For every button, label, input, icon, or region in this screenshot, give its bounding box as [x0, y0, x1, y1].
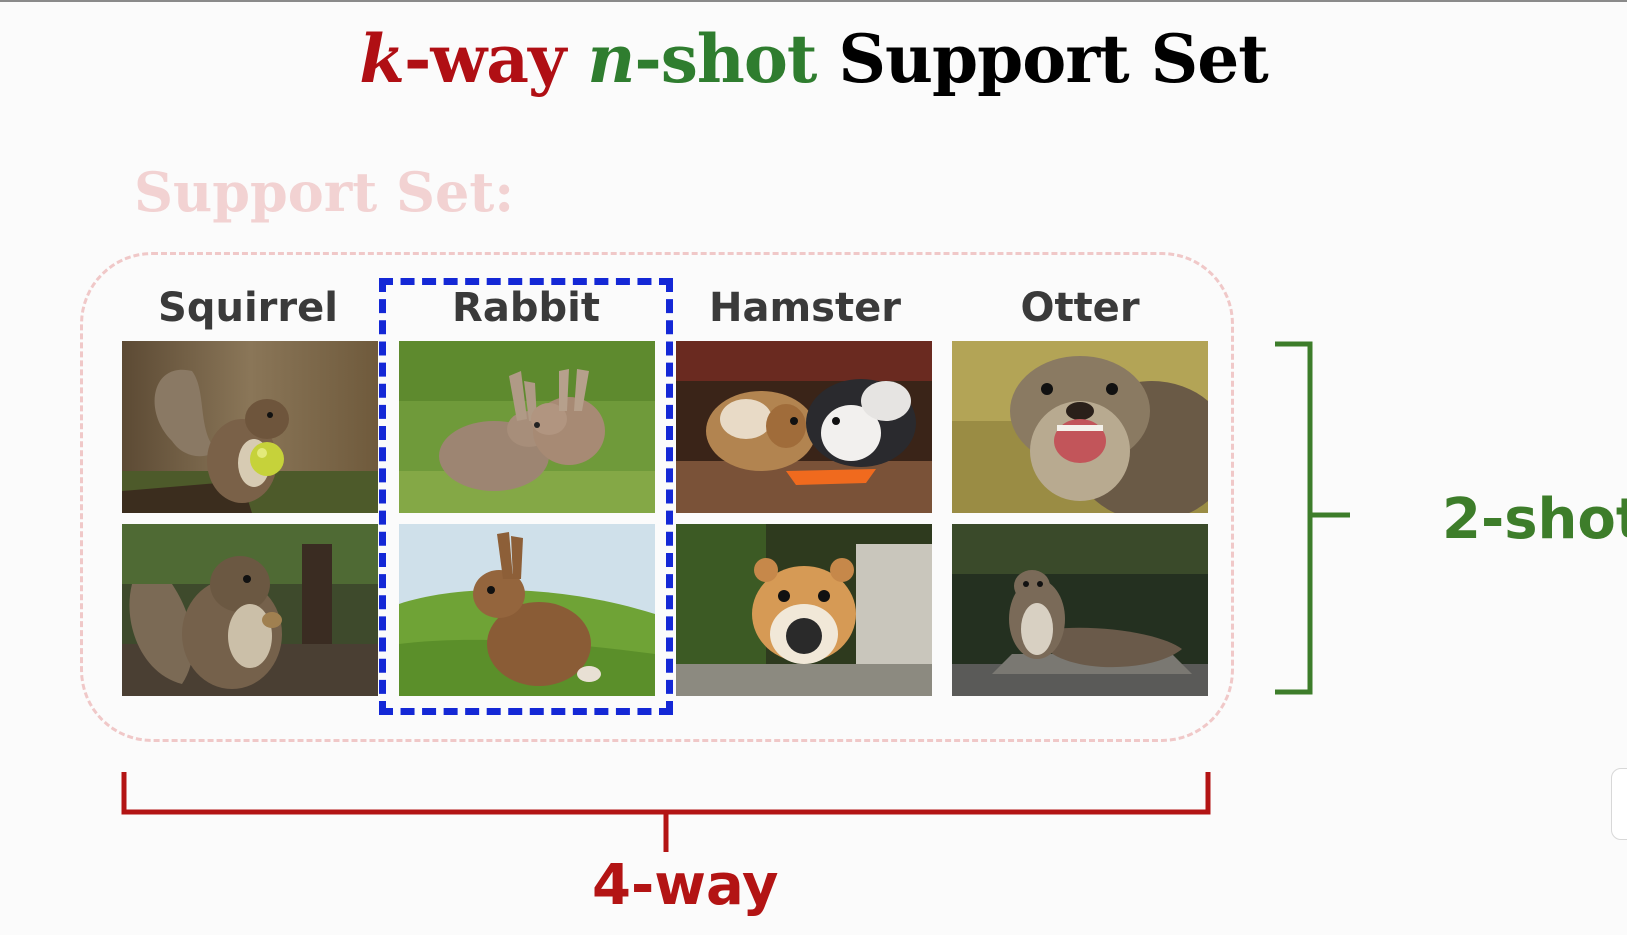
shot-brace [1275, 341, 1350, 695]
title-k: k [359, 20, 405, 98]
support-set-heading: Support Set: [134, 160, 515, 224]
way-label: 4-way [592, 853, 779, 918]
guinea-pigs-eating-carrots-photo [676, 341, 932, 513]
squirrel-eating-nut-photo [122, 524, 378, 696]
title-shot: -shot [634, 20, 817, 98]
top-border-line [0, 0, 1627, 2]
diagram-title: k-way n-shot Support Set [0, 20, 1627, 98]
hamster-on-stone-photo [676, 524, 932, 696]
support-set-box [80, 252, 1234, 742]
way-brace [121, 772, 1211, 852]
otter-on-rock-photo [952, 524, 1208, 696]
class-label-hamster: Hamster [709, 285, 901, 331]
class-label-otter: Otter [1020, 285, 1140, 331]
rabbit-class-highlight [379, 278, 673, 715]
otter-open-mouth-photo [952, 341, 1208, 513]
squirrel-eating-apple-photo [122, 341, 378, 513]
title-support-set: Support Set [838, 20, 1268, 98]
brown-rabbit-on-hill-photo [399, 524, 655, 696]
class-label-rabbit: Rabbit [452, 285, 600, 331]
class-label-squirrel: Squirrel [158, 285, 338, 331]
two-rabbits-on-grass-photo [399, 341, 655, 513]
title-way: -way [404, 20, 566, 98]
title-n: n [587, 20, 635, 98]
shot-label: 2-shot [1442, 487, 1627, 552]
scroll-handle[interactable] [1611, 768, 1627, 840]
